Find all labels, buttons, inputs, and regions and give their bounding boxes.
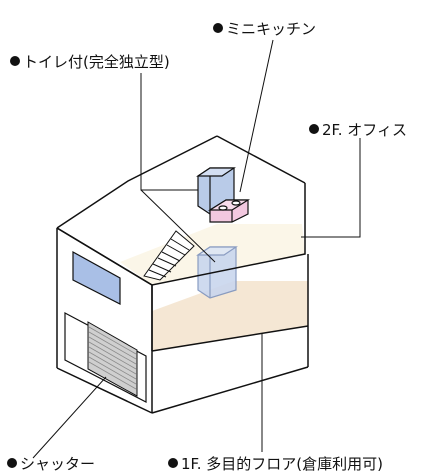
callout-2f-office: 2F. オフィス: [309, 121, 407, 139]
kitchen-counter: [207, 199, 251, 223]
callout-toilet: トイレ付(完全独立型): [10, 53, 170, 71]
leader-lines: [32, 39, 361, 459]
callout-toilet-label: トイレ付(完全独立型): [23, 53, 170, 71]
callout-1f-floor: 1F. 多目的フロア(倉庫利用可): [168, 455, 383, 473]
1f-floor: [152, 281, 308, 351]
bullet-icon: [168, 458, 178, 468]
bullet-icon: [213, 23, 223, 33]
leader-office: [301, 138, 361, 238]
leader-shutter: [32, 376, 107, 459]
callout-shutter: シャッター: [7, 455, 95, 473]
shutter-slats: [88, 326, 137, 390]
building-outline: [56, 135, 309, 414]
bullet-icon: [10, 56, 20, 66]
leader-toilet: [140, 73, 198, 191]
front-window: [72, 250, 121, 305]
bullet-icon: [7, 458, 17, 468]
callout-2f-office-label: 2F. オフィス: [322, 121, 407, 139]
callout-mini-kitchen: ミニキッチン: [213, 20, 316, 38]
bullet-icon: [309, 124, 319, 134]
leader-kitchen: [239, 39, 274, 193]
callout-1f-floor-label: 1F. 多目的フロア(倉庫利用可): [181, 455, 384, 473]
staircase: [143, 230, 195, 281]
callout-mini-kitchen-label: ミニキッチン: [226, 20, 317, 38]
leader-toilet-2: [140, 189, 216, 263]
callout-shutter-label: シャッター: [20, 455, 96, 473]
